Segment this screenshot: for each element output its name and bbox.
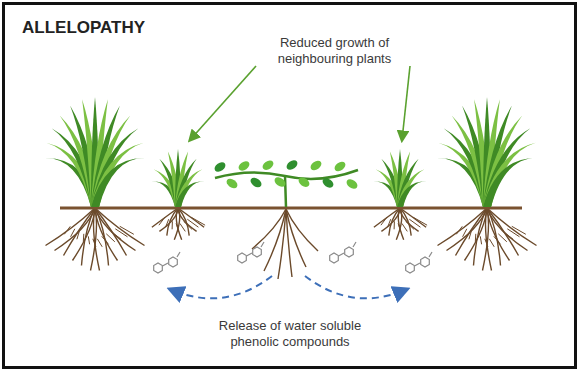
grass-plants [44,97,539,207]
root [77,231,79,239]
annotation-label: Reduced growth of neighbouring plants [262,35,407,67]
root [487,208,537,246]
bond [177,252,180,257]
root [463,229,467,237]
pointer-arrow [402,66,410,140]
bond [429,252,432,257]
release-arrow [172,276,272,298]
vine-stem [215,170,358,179]
root [64,226,70,234]
vine-leaf [213,160,227,173]
root [480,236,481,244]
root [88,236,89,244]
root [469,231,471,239]
roots [46,208,537,279]
root [172,221,173,229]
grass-blade [91,158,146,207]
root [159,217,165,225]
root [95,208,145,246]
root [456,208,488,256]
root [71,229,75,237]
benzene-ring [169,257,178,267]
vine-leaf [249,176,263,189]
root [252,209,286,249]
release-arrow [305,276,405,298]
root [456,226,462,234]
benzene-ring [330,253,339,263]
root [64,208,96,256]
vine-stem [285,176,286,207]
vine-leaf [261,158,275,171]
root [402,223,407,231]
vine-leaf [345,177,359,190]
vine-leaf [333,160,347,173]
root [191,217,205,225]
benzene-ring [421,257,430,267]
benzene-ring [154,263,163,273]
vine-leaf [273,175,287,188]
root [180,223,185,231]
vine-leaf [225,177,239,190]
vine-leaf [297,175,311,188]
benzene-ring [345,247,354,257]
vine-leaf [309,159,323,172]
ground-line [60,207,522,210]
root [120,226,134,234]
root [512,226,526,234]
root [286,209,318,251]
annotation-label: Release of water soluble phenolic compou… [200,318,380,350]
vine-leaf [321,176,335,189]
root [413,217,427,225]
vine-leaf [237,159,251,172]
bond [415,263,421,266]
root [178,208,204,227]
grass-blade [397,181,427,207]
vine-leaf [285,158,299,171]
root [381,217,387,225]
pointer-arrow [190,66,256,140]
benzene-ring [406,263,415,273]
root [97,239,102,247]
root [286,209,306,267]
bond [261,242,264,247]
diagram-title: ALLELOPATHY [22,18,145,38]
grass-blade [175,181,205,207]
phenolic-compound-icons [154,242,432,273]
bond [339,253,345,256]
root [489,239,494,247]
root [394,221,395,229]
vine-plant [213,158,359,207]
root [400,208,426,227]
benzene-ring [238,253,247,263]
bond [247,253,253,256]
bond [353,242,356,247]
bond [163,263,169,266]
benzene-ring [253,247,262,257]
grass-blade [483,158,538,207]
